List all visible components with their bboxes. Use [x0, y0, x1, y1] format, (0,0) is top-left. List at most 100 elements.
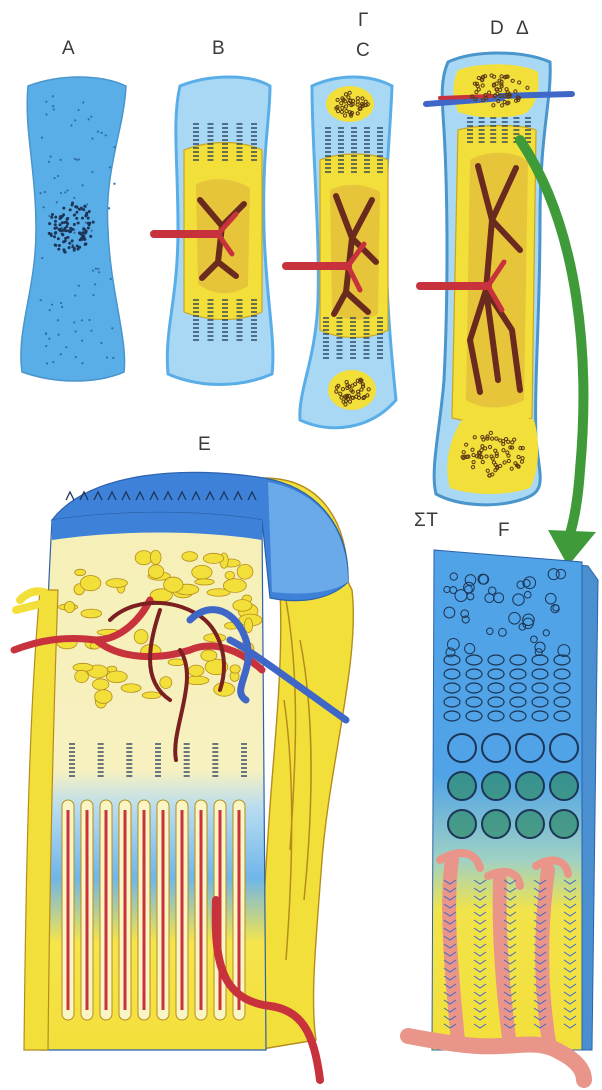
cartilage-cell-dot: [95, 267, 97, 269]
hypertrophic-cell: [482, 772, 510, 800]
spongy-hole: [164, 577, 183, 592]
spongy-hole: [95, 690, 112, 704]
cartilage-cell-dot: [75, 356, 77, 358]
cartilage-cell-dot: [111, 327, 113, 329]
cartilage-cell-dot: [90, 116, 92, 118]
cartilage-cell-dot: [45, 345, 47, 347]
cartilage-cell-dot: [57, 175, 59, 177]
ossification-center-dot: [53, 235, 56, 238]
cartilage-cell-dot: [88, 118, 90, 120]
ossification-center-dot: [75, 211, 78, 214]
cartilage-cell-dot: [106, 356, 108, 358]
ossification-center-dot: [81, 217, 84, 220]
ossification-center-dot: [57, 237, 60, 240]
cartilage-cell-dot: [46, 362, 48, 364]
ossification-center-dot: [79, 238, 82, 241]
cartilage-cell-dot: [90, 330, 92, 332]
hypertrophic-cell: [550, 810, 578, 838]
spongy-hole: [134, 630, 148, 644]
ossification-center-dot: [92, 221, 95, 224]
cartilage-cell-dot: [97, 268, 99, 270]
ossification-center-dot: [82, 208, 85, 211]
cartilage-cell-dot: [82, 184, 84, 186]
cartilage-cell-dot: [81, 362, 83, 364]
cartilage-cell-dot: [110, 278, 112, 280]
hypertrophic-cell: [448, 772, 476, 800]
cartilage-cell-dot: [109, 166, 111, 168]
ossification-center-dot: [87, 217, 90, 220]
label-e: E: [198, 434, 211, 456]
spongy-hole: [106, 579, 128, 588]
ossification-center-dot: [71, 239, 74, 242]
ossification-center-dot: [62, 248, 65, 251]
ossification-center-dot: [73, 223, 76, 226]
cartilage-cell-dot: [76, 159, 78, 161]
ossification-center-dot: [57, 248, 60, 251]
ossification-center-dot: [71, 228, 74, 231]
ossification-center-dot: [77, 222, 80, 225]
cartilage-cell-dot: [101, 132, 103, 134]
cartilage-cell-dot: [74, 294, 76, 296]
spongy-hole: [92, 679, 108, 690]
cartilage-cell-dot: [45, 113, 47, 115]
ossification-center-dot: [54, 231, 57, 234]
ossification-center-dot: [83, 205, 86, 208]
cartilage-cell-dot: [52, 95, 54, 97]
cartilage-cell-dot: [53, 177, 55, 179]
ossification-center-dot: [75, 217, 78, 220]
ossification-center-dot: [63, 227, 66, 230]
spongy-hole: [182, 552, 198, 562]
cartilage-cell-dot: [58, 334, 60, 336]
ossification-center-dot: [54, 244, 57, 247]
ossification-center-dot: [76, 248, 79, 251]
cartilage-cell-dot: [66, 189, 68, 191]
hypertrophic-cell: [482, 810, 510, 838]
ossification-center-dot: [53, 227, 56, 230]
ossification-center-dot: [61, 221, 64, 224]
spongy-hole: [225, 571, 235, 579]
spongy-hole: [64, 601, 74, 612]
cartilage-cell-dot: [60, 302, 62, 304]
cartilage-cell-dot: [70, 124, 72, 126]
cartilage-cell-dot: [94, 283, 96, 285]
spongy-hole: [75, 670, 89, 682]
ossification-center-dot: [83, 238, 86, 241]
ossification-center-dot: [48, 222, 51, 225]
ossification-center-dot: [58, 244, 61, 247]
cartilage-cell-dot: [113, 146, 115, 148]
spongy-hole: [81, 609, 102, 618]
ossification-center-dot: [85, 213, 88, 216]
spongy-hole: [192, 565, 212, 579]
cartilage-cell-dot: [39, 192, 41, 194]
spongy-hole: [150, 550, 161, 564]
spongy-hole: [201, 650, 217, 661]
cartilage-cell-dot: [64, 191, 66, 193]
spongy-hole: [203, 553, 223, 563]
ossification-center-dot: [54, 216, 57, 219]
cartilage-cell-dot: [45, 333, 47, 335]
ossification-center-dot: [54, 220, 57, 223]
spongy-hole: [80, 575, 101, 590]
spongy-hole: [214, 682, 235, 696]
label-f: F: [498, 520, 510, 542]
stage-b-primary-ossification: [154, 77, 273, 385]
cartilage-cell-dot: [92, 270, 94, 272]
spongy-hole: [223, 579, 246, 593]
cartilage-cell-dot: [113, 183, 115, 185]
cartilage-cell-dot: [50, 155, 52, 157]
cartilage-cell-dot: [88, 319, 90, 321]
ossification-center-dot: [82, 231, 85, 234]
spongy-hole: [185, 676, 208, 684]
ossification-center-dot: [51, 213, 54, 216]
ossification-center-dot: [66, 217, 69, 220]
cartilage-cell-dot: [91, 230, 93, 232]
ossification-center-dot: [59, 215, 62, 218]
label-a: A: [62, 38, 75, 60]
cartilage-cell-dot: [44, 191, 46, 193]
cartilage-cell-dot: [48, 161, 50, 163]
label-d: D: [490, 18, 504, 40]
cartilage-cell-dot: [73, 232, 75, 234]
cartilage-cell-dot: [52, 361, 54, 363]
cartilage-cell-dot: [57, 319, 59, 321]
